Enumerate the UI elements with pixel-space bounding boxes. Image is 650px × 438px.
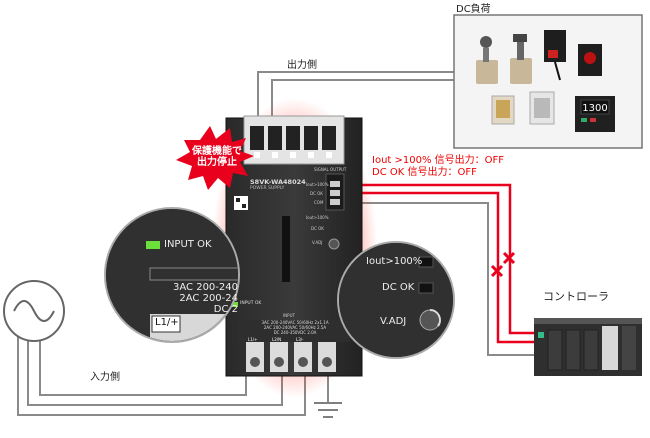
small-input-ok: INPUT OK xyxy=(240,301,262,306)
zoom-iout-label: Iout>100% xyxy=(366,256,423,267)
term-iout: Iout>100% xyxy=(306,182,329,187)
zoom-rating-line-2: 2AC 200-24 xyxy=(179,293,238,304)
term-dcok: DC OK xyxy=(310,191,323,196)
ground-symbol xyxy=(314,402,342,418)
terminal-l2: L2/N xyxy=(272,337,282,342)
zoom-signal-panel xyxy=(337,241,455,359)
power-supply-unit xyxy=(225,115,363,377)
warning-burst xyxy=(176,126,254,190)
protection-text: 保護機能で 出力停止 xyxy=(184,146,250,168)
device-model: S8VK-WA48024 xyxy=(250,178,306,186)
signal-status-line-1: Iout >100% 信号出力：OFF xyxy=(372,155,505,166)
protection-line-1: 保護機能で xyxy=(192,146,242,157)
plc-controller xyxy=(534,318,642,376)
terminal-l1: L1/+ xyxy=(248,337,258,342)
digital-counter: 1300 xyxy=(575,96,615,132)
zoom-rating-text: 3AC 200-240 2AC 200-24 DC 2 xyxy=(154,282,238,315)
relay-1 xyxy=(491,95,515,125)
cross-mark-1 xyxy=(502,251,516,265)
limit-switch-2 xyxy=(510,34,532,84)
rating-line-2: 2AC 200-240VAC 50/60Hz 2.5A xyxy=(263,325,327,330)
small-iout-label: Iout>100% xyxy=(306,215,329,220)
zoom-input-panel xyxy=(104,207,240,343)
zoom-input-ok: INPUT OK xyxy=(164,239,212,250)
signal-output-header: SIGNAL OUTPUT xyxy=(314,167,347,172)
zoom-rating-line-3: DC 2 xyxy=(213,304,238,315)
photo-sensor-1 xyxy=(544,30,566,81)
device-rating: 3AC 200-240VAC 50/60Hz 2x1.1A 2AC 200-24… xyxy=(240,320,350,335)
output-side-label: 出力側 xyxy=(287,60,317,71)
input-label: INPUT xyxy=(283,313,295,318)
input-side-label: 入力側 xyxy=(90,372,120,383)
small-dcok-label: DC OK xyxy=(311,226,324,231)
zoom-dcok-label: DC OK xyxy=(382,282,415,293)
protection-line-2: 出力停止 xyxy=(197,157,237,168)
zoom-terminal-label: L1/+ xyxy=(155,317,179,328)
terminal-l3: L3/- xyxy=(296,337,304,342)
com-wire xyxy=(337,202,535,356)
term-com: COM xyxy=(314,200,324,205)
zoom-vadj-label: V.ADJ xyxy=(380,316,407,327)
device-type: POWER SUPPLY xyxy=(250,186,285,191)
rating-line-3: DC 240-350VDC 2.0A xyxy=(273,330,317,335)
small-vadj-label: V.ADJ xyxy=(312,240,323,245)
relay-2 xyxy=(529,91,555,125)
limit-switch-1 xyxy=(476,36,498,84)
signal-status-line-2: DC OK 信号出力：OFF xyxy=(372,167,477,178)
photo-sensor-2 xyxy=(578,44,602,76)
signal-status-text: Iout >100% 信号出力：OFF DC OK 信号出力：OFF xyxy=(372,155,504,179)
dc-load-label: DC負荷 xyxy=(456,4,491,15)
svg-text:1300: 1300 xyxy=(582,103,607,114)
ac-source-symbol xyxy=(3,280,65,342)
rating-line-1: 3AC 200-240VAC 50/60Hz 2x1.1A xyxy=(261,320,329,325)
cross-mark-2 xyxy=(490,264,504,278)
zoom-rating-line-1: 3AC 200-240 xyxy=(173,282,238,293)
controller-label: コントローラ xyxy=(543,290,609,303)
